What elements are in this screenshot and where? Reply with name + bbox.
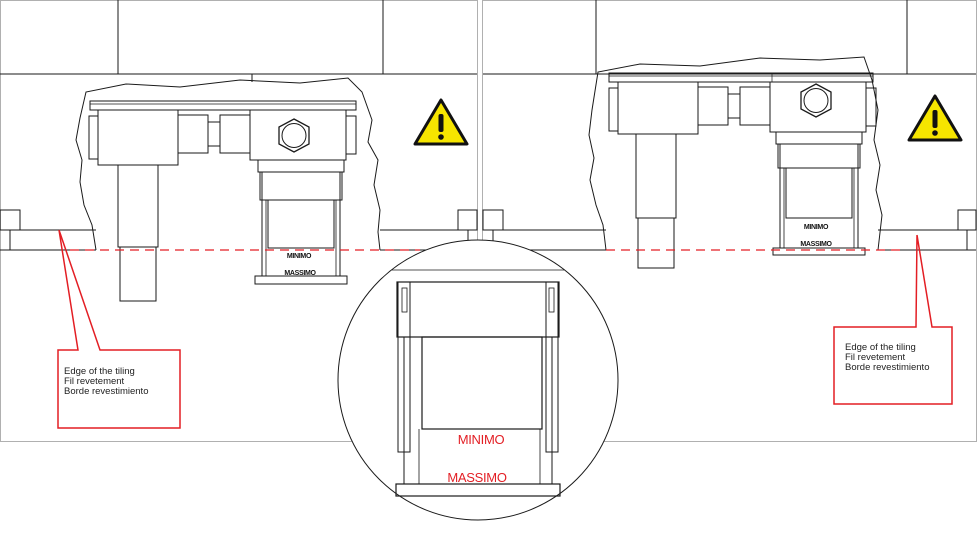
callout-right-line1: Edge of the tiling [845,342,916,353]
callout-left-line2: Fil revetement [64,376,125,387]
callout-left-line1: Edge of the tiling [64,366,135,377]
massimo-label-left: MASSIMO [284,270,316,277]
minimo-label-left: MINIMO [287,253,312,260]
minimo-label-right: MINIMO [804,224,829,231]
callout-left-line3: Borde revestimiento [64,386,148,397]
callout-left: Edge of the tiling Fil revetement Borde … [57,229,181,429]
warning-icon [907,94,963,142]
callout-right: Edge of the tiling Fil revetement Borde … [833,234,953,405]
zoom-detail: MINIMO MASSIMO [337,239,619,521]
left-panel [0,0,478,442]
minimo-label-zoom: MINIMO [458,432,505,447]
massimo-label-zoom: MASSIMO [447,470,506,485]
warning-icon [413,98,469,146]
callout-right-line3: Borde revestimiento [845,362,929,373]
massimo-label-right: MASSIMO [800,241,832,248]
callout-right-line2: Fil revetement [845,352,906,363]
